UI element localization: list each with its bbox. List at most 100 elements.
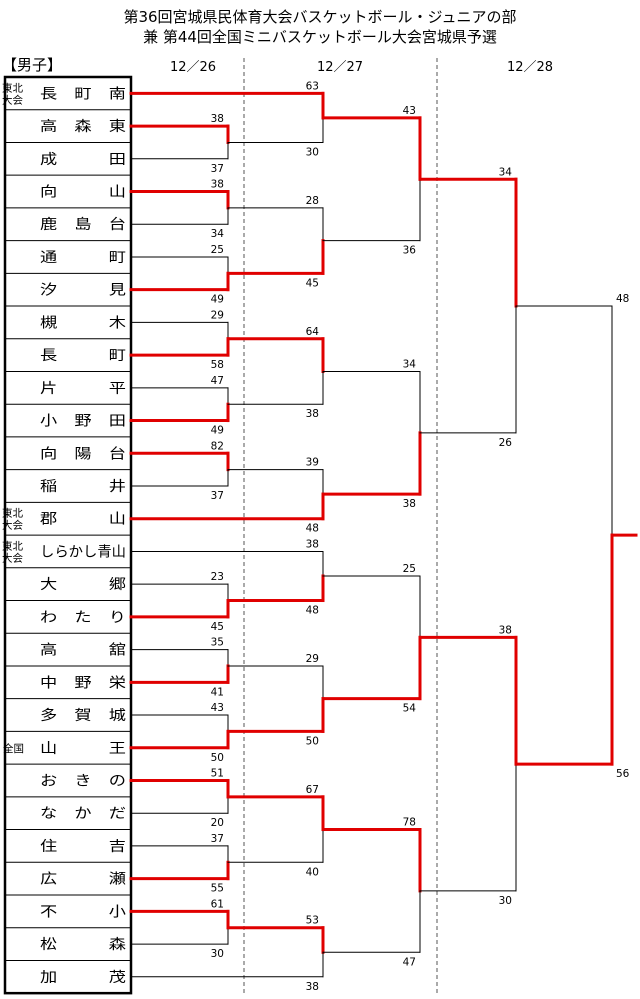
team-tag: 東北大会 [2,539,23,564]
team-name: 大 郷 [40,577,126,593]
team-name: 松 森 [40,937,126,953]
score-label: 39 [306,457,319,469]
score-label: 48 [306,605,319,617]
score-label: 64 [306,326,320,338]
team-name: 長 町 南 [40,86,126,102]
score-label: 29 [211,309,224,321]
team-name: 郡 山 [40,512,126,528]
bracket-lines [129,91,638,978]
score-labels: 38 37 38 34 25 49 29 58 47 49 82 37 23 45 35 41 43 50 51 20… [211,80,630,992]
team-name: 通 町 [40,250,126,266]
score-label: 56 [616,768,630,780]
score-label: 30 [499,895,512,907]
team-name: 鹿 島 台 [40,216,126,233]
team-tag-line: 東北 [2,81,23,94]
team-tag-line: 大会 [2,93,23,106]
team-tag-line: 大会 [2,519,23,532]
score-label: 25 [403,563,416,575]
score-label: 50 [306,735,319,747]
score-label: 82 [211,440,224,452]
score-label: 36 [403,245,417,257]
team-name: 中 野 栄 [40,675,126,691]
team-tag: 全国 [3,742,24,755]
team-name: 汐 見 [40,283,126,299]
score-label: 49 [211,425,224,437]
team-name: 向 山 [40,185,126,201]
team-name: 不 小 [40,904,126,920]
date-round-3: 12／28 [507,60,553,75]
team-name: 成 田 [40,152,126,168]
team-name: 高 舘 [40,642,126,659]
score-label: 61 [211,898,224,910]
score-label: 49 [211,294,224,306]
score-label: 28 [306,195,319,207]
score-label: 38 [403,498,416,510]
score-label: 30 [211,948,224,960]
team-name: 山 王 [40,741,126,757]
team-name: 稲 井 [40,479,126,495]
team-name: 長 町 [40,348,126,364]
score-label: 58 [211,359,224,371]
division-label: 【男子】 [2,56,62,74]
score-label: 38 [306,408,319,420]
score-label: 67 [306,784,319,796]
team-name: しらかし青山 [40,544,126,560]
score-label: 51 [211,767,224,779]
team-name: 片 平 [40,381,126,397]
score-label: 23 [211,571,224,583]
team-name: 加 茂 [40,969,126,986]
score-label: 34 [211,228,225,240]
score-label: 40 [306,866,319,878]
score-label: 38 [306,981,319,993]
score-label: 25 [211,244,224,256]
score-label: 37 [211,163,224,175]
score-label: 20 [211,817,224,829]
team-tag: 東北大会 [2,81,23,106]
score-label: 43 [211,702,224,714]
title-line-1: 第36回宮城県民体育大会バスケットボール・ジュニアの部 [123,8,516,26]
date-round-2: 12／27 [317,60,363,75]
score-label: 63 [306,80,319,92]
score-label: 38 [499,624,512,636]
score-label: 54 [403,703,417,715]
score-label: 48 [616,293,629,305]
score-label: 43 [403,105,416,117]
score-label: 38 [306,538,319,550]
score-label: 35 [211,637,224,649]
team-name: 住 吉 [40,839,126,855]
score-label: 47 [211,375,224,387]
team-name: 多 賀 城 [40,707,126,724]
score-label: 37 [211,833,224,845]
score-label: 29 [306,653,319,665]
score-label: 47 [403,956,416,968]
score-label: 78 [403,817,416,829]
score-label: 50 [211,752,224,764]
score-label: 38 [211,179,224,191]
score-label: 45 [211,621,224,633]
team-name: お き の [40,773,126,789]
score-label: 30 [306,146,319,158]
score-label: 41 [211,686,224,698]
score-label: 45 [306,277,319,289]
score-label: 55 [211,883,224,895]
team-name: 槻 木 [40,314,126,331]
team-tag: 東北大会 [2,507,23,532]
score-label: 34 [403,358,417,370]
date-dividers [243,58,438,995]
score-label: 37 [211,490,224,502]
score-label: 26 [499,437,513,449]
team-tag-line: 東北 [2,539,23,552]
team-name: 小 野 田 [40,414,126,430]
score-label: 48 [306,523,319,535]
score-label: 53 [306,915,319,927]
team-name: 向 陽 台 [40,446,126,462]
team-tag-line: 大会 [2,551,23,564]
team-tag-line: 東北 [2,507,23,520]
score-label: 38 [211,113,224,125]
score-label: 34 [499,166,513,178]
team-name: わ た り [40,610,126,626]
team-name: 高 森 東 [40,118,126,135]
title-line-2: 兼 第44回全国ミニバスケットボール大会宮城県予選 [143,28,497,46]
